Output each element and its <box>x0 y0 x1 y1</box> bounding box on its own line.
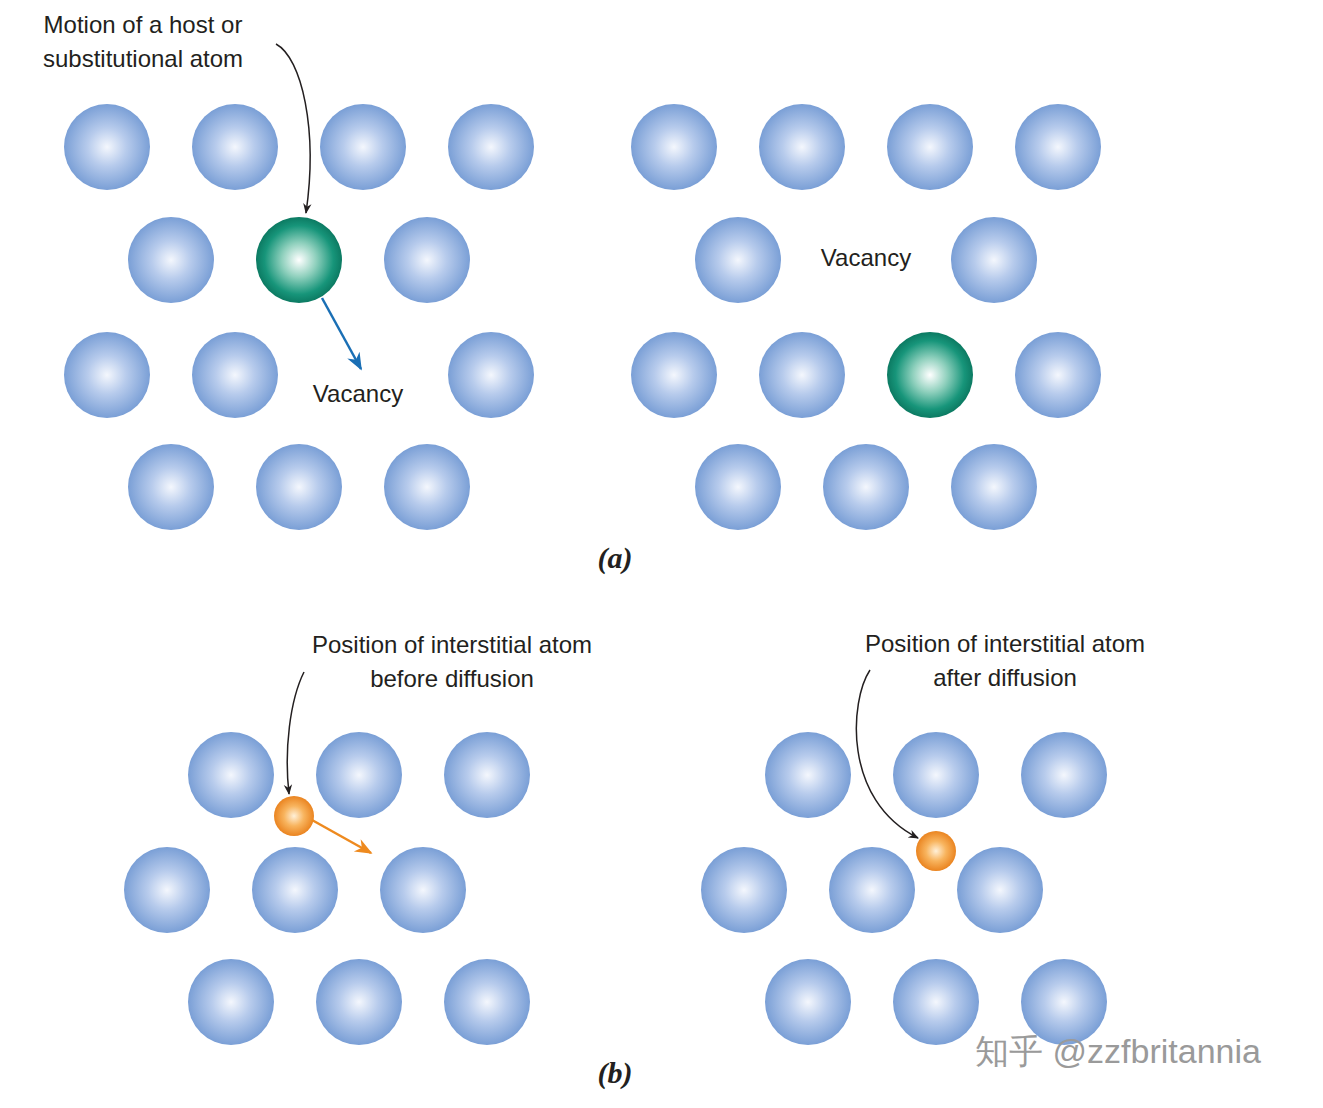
host-atom <box>631 332 717 418</box>
substitutional-atom <box>256 217 342 303</box>
host-atom <box>320 104 406 190</box>
jump-arrow <box>312 820 371 853</box>
interstitial-atom <box>274 796 314 836</box>
watermark: 知乎 @zzfbritannia <box>938 1034 1298 1068</box>
host-atom <box>759 104 845 190</box>
host-atom <box>316 959 402 1045</box>
vacancy-label: Vacancy <box>278 377 438 411</box>
host-atom <box>701 847 787 933</box>
host-atom <box>448 104 534 190</box>
host-atom <box>829 847 915 933</box>
host-atom <box>64 104 150 190</box>
callout-text: Position of interstitial atom after diff… <box>857 627 1153 695</box>
host-atom <box>316 732 402 818</box>
host-atom <box>1015 332 1101 418</box>
host-atom <box>444 959 530 1045</box>
host-atom <box>695 444 781 530</box>
host-atom <box>951 444 1037 530</box>
host-atom <box>444 732 530 818</box>
host-atom <box>384 217 470 303</box>
panel-label: (b) <box>575 1056 655 1090</box>
host-atom <box>188 732 274 818</box>
substitutional-atom <box>887 332 973 418</box>
host-atom <box>252 847 338 933</box>
host-atom <box>765 959 851 1045</box>
host-atom <box>128 444 214 530</box>
host-atom <box>1021 732 1107 818</box>
host-atom <box>951 217 1037 303</box>
host-atom <box>384 444 470 530</box>
interstitial-atom <box>916 831 956 871</box>
callout-text: Position of interstitial atom before dif… <box>304 628 600 696</box>
host-atom <box>256 444 342 530</box>
host-atom <box>631 104 717 190</box>
host-atom <box>893 732 979 818</box>
host-atom <box>192 332 278 418</box>
host-atom <box>695 217 781 303</box>
host-atom <box>957 847 1043 933</box>
panel-label: (a) <box>575 541 655 575</box>
host-atom <box>1021 959 1107 1045</box>
host-atom <box>380 847 466 933</box>
host-atom <box>188 959 274 1045</box>
host-atom <box>128 217 214 303</box>
leader-line <box>276 44 310 213</box>
leader-line <box>287 672 304 794</box>
host-atom <box>823 444 909 530</box>
host-atom <box>124 847 210 933</box>
host-atom <box>448 332 534 418</box>
callout-text: Motion of a host or substitutional atom <box>13 8 273 76</box>
host-atom <box>1015 104 1101 190</box>
leader-line <box>856 670 918 838</box>
vacancy-label: Vacancy <box>786 241 946 275</box>
jump-arrow <box>322 298 361 369</box>
atom-lattice <box>64 104 1107 1045</box>
host-atom <box>759 332 845 418</box>
host-atom <box>64 332 150 418</box>
host-atom <box>765 732 851 818</box>
host-atom <box>887 104 973 190</box>
host-atom <box>893 959 979 1045</box>
host-atom <box>192 104 278 190</box>
